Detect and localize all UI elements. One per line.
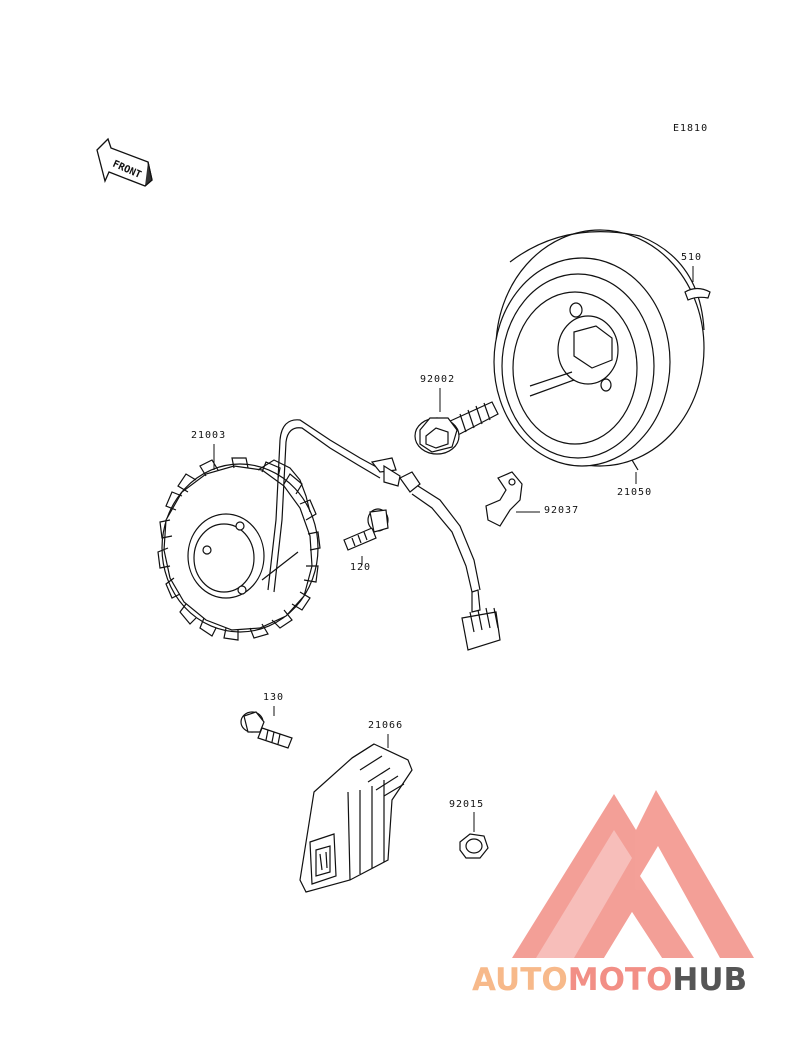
part-label-92015: 92015 — [449, 799, 485, 810]
part-label-92037: 92037 — [544, 505, 580, 516]
regulator-bolt — [240, 711, 293, 749]
front-arrow-icon: FRONT — [96, 137, 153, 187]
stator-wiring-harness — [267, 419, 501, 651]
stator-bolt — [343, 508, 389, 551]
part-label-120: 120 — [350, 562, 372, 573]
diagram-code: E1810 — [673, 123, 709, 134]
watermark-hub: HUB — [672, 962, 748, 998]
regulator-nut — [459, 833, 489, 859]
part-label-92002: 92002 — [420, 374, 456, 385]
watermark-moto: MOTO — [567, 962, 673, 998]
part-label-130: 130 — [263, 692, 285, 703]
rotor-flywheel — [493, 229, 705, 471]
part-label-510: 510 — [681, 252, 703, 263]
stator — [157, 457, 321, 641]
part-label-21066: 21066 — [368, 720, 404, 731]
part-label-21003: 21003 — [191, 430, 227, 441]
part-label-21050: 21050 — [617, 487, 653, 498]
leader-lines — [213, 266, 694, 832]
watermark-logo — [512, 790, 754, 958]
regulator-rectifier — [299, 743, 413, 893]
wire-clamp — [485, 471, 523, 527]
watermark-auto: AUTO — [472, 962, 568, 998]
rotor-bolt — [414, 401, 499, 455]
woodruff-key — [684, 287, 711, 301]
watermark-text: AUTOMOTOHUB — [472, 962, 747, 998]
